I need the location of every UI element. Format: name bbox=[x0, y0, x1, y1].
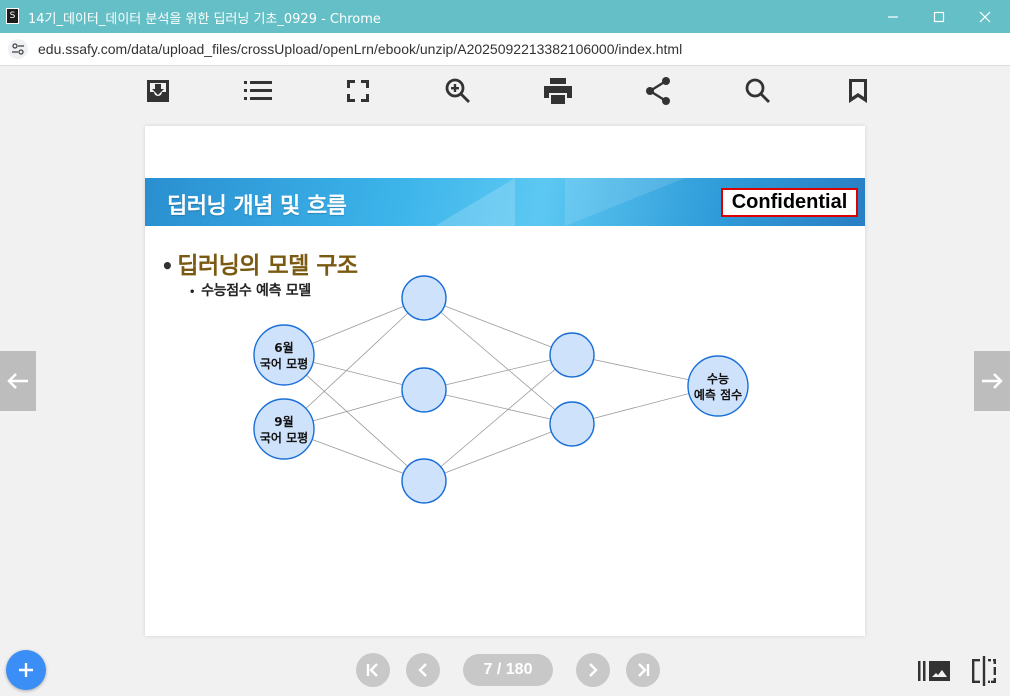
arrow-left-icon bbox=[7, 373, 28, 389]
confidential-label: Confidential bbox=[721, 188, 858, 217]
search-button[interactable] bbox=[743, 76, 773, 106]
hidden1-node bbox=[401, 367, 447, 413]
network-edge bbox=[423, 297, 573, 425]
network-edge bbox=[423, 354, 573, 482]
close-icon bbox=[979, 11, 991, 22]
zoom-in-icon bbox=[445, 78, 470, 103]
download-button[interactable] bbox=[143, 76, 173, 106]
app-icon: S bbox=[6, 8, 19, 24]
input-node-label: 국어 모평 bbox=[260, 430, 308, 445]
search-icon bbox=[745, 78, 770, 103]
output-node bbox=[687, 355, 749, 417]
prev-page-button[interactable] bbox=[406, 653, 440, 687]
prev-page-side-button[interactable] bbox=[0, 351, 36, 411]
fullscreen-button[interactable] bbox=[343, 76, 373, 106]
input-node-label: 6월 bbox=[274, 340, 293, 355]
page-mode-button[interactable] bbox=[970, 656, 998, 686]
first-page-button[interactable] bbox=[356, 653, 390, 687]
next-page-icon bbox=[589, 663, 598, 677]
bookmark-button[interactable] bbox=[843, 76, 873, 106]
input-node-label: 국어 모평 bbox=[260, 356, 308, 371]
prev-page-icon bbox=[418, 663, 427, 677]
plus-icon bbox=[19, 663, 33, 677]
bullet-sub: •수능점수 예측 모델 bbox=[189, 283, 311, 299]
site-settings-icon[interactable] bbox=[8, 39, 28, 59]
maximize-icon bbox=[933, 11, 945, 22]
minimize-icon bbox=[888, 15, 898, 18]
network-edge bbox=[423, 297, 573, 356]
network-edge bbox=[283, 354, 425, 482]
zoom-in-button[interactable] bbox=[443, 76, 473, 106]
network-edge bbox=[283, 297, 425, 430]
slide-title: 딥러닝 개념 및 흐름 bbox=[167, 194, 347, 219]
window-title: 14기_데이터_데이터 분석을 위한 딥러닝 기초_0929 - Chrome bbox=[28, 12, 381, 27]
first-page-icon bbox=[366, 663, 378, 677]
network-edge bbox=[423, 354, 573, 391]
fullscreen-icon bbox=[347, 80, 369, 102]
input-node-label: 9월 bbox=[274, 414, 293, 429]
toc-button[interactable] bbox=[243, 76, 273, 106]
input-node bbox=[253, 398, 315, 460]
network-edge bbox=[423, 389, 573, 425]
output-node-label: 예측 점수 bbox=[694, 387, 742, 402]
hidden1-node bbox=[401, 458, 447, 504]
next-page-side-button[interactable] bbox=[974, 351, 1010, 411]
output-node-label: 수능 bbox=[707, 372, 729, 386]
last-page-icon bbox=[638, 663, 650, 677]
next-page-button[interactable] bbox=[576, 653, 610, 687]
bullet-main-text: 딥러닝의 모델 구조 bbox=[177, 253, 358, 279]
thumbnail-view-button[interactable] bbox=[917, 656, 951, 686]
network-edge bbox=[423, 423, 573, 482]
minimize-button[interactable] bbox=[870, 0, 916, 33]
ebook-toolbar bbox=[0, 66, 1010, 116]
share-button[interactable] bbox=[643, 76, 673, 106]
gallery-icon bbox=[918, 661, 950, 681]
close-button[interactable] bbox=[962, 0, 1008, 33]
hidden2-node bbox=[549, 401, 595, 447]
share-icon bbox=[646, 77, 670, 105]
print-button[interactable] bbox=[543, 76, 573, 106]
input-node bbox=[253, 324, 315, 386]
bullet-sub-text: 수능점수 예측 모델 bbox=[201, 283, 311, 299]
arrow-right-icon bbox=[982, 373, 1003, 389]
ebook-page: 딥러닝 개념 및 흐름 Confidential •딥러닝의 모델 구조 •수능… bbox=[145, 126, 865, 636]
split-view-icon bbox=[972, 656, 996, 686]
print-icon bbox=[544, 78, 572, 104]
last-page-button[interactable] bbox=[626, 653, 660, 687]
slide-banner: 딥러닝 개념 및 흐름 bbox=[145, 178, 865, 226]
address-bar: edu.ssafy.com/data/upload_files/crossUpl… bbox=[0, 33, 1010, 66]
window-titlebar: S 14기_데이터_데이터 분석을 위한 딥러닝 기초_0929 - Chrom… bbox=[0, 0, 1010, 33]
list-icon bbox=[244, 81, 272, 100]
download-icon bbox=[147, 80, 169, 102]
maximize-button[interactable] bbox=[916, 0, 962, 33]
add-button[interactable] bbox=[6, 650, 46, 690]
url-text[interactable]: edu.ssafy.com/data/upload_files/crossUpl… bbox=[38, 41, 683, 57]
page-indicator[interactable]: 7 / 180 bbox=[463, 654, 553, 686]
bullet-main: •딥러닝의 모델 구조 bbox=[161, 253, 358, 279]
bookmark-icon bbox=[849, 79, 867, 103]
hidden2-node bbox=[549, 332, 595, 378]
hidden1-node bbox=[401, 275, 447, 321]
